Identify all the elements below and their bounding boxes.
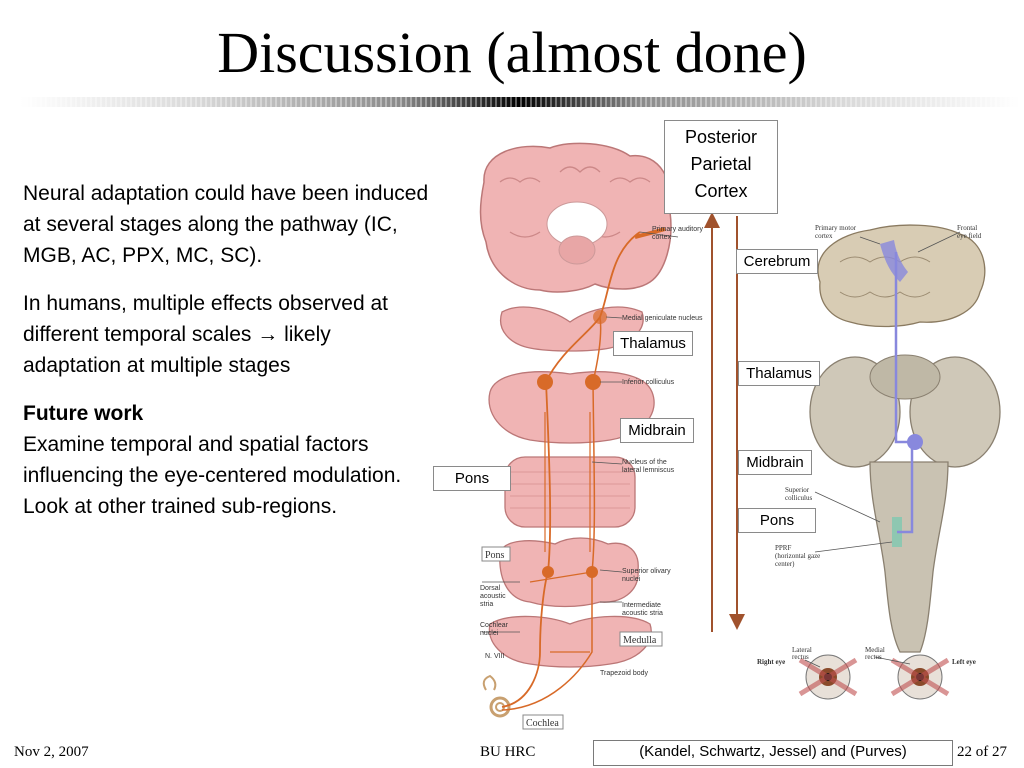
body-text: Neural adaptation could have been induce… [23,178,433,522]
label-das-1: Dorsal [480,585,501,592]
footer-date: Nov 2, 2007 [14,744,89,760]
oculomotor-annotations: Primary motor cortex Frontal eye field S… [757,224,982,666]
title-divider [20,97,1020,107]
citation-box: (Kandel, Schwartz, Jessel) and (Purves) [593,740,953,766]
title-divider-texture [20,97,1020,107]
left-eye-drawing [890,654,950,700]
tag-pons: Pons [485,550,505,561]
label-pmc-2: cortex [815,232,833,240]
nll-section [504,456,636,528]
ppc-box: Posterior Parietal Cortex [664,120,778,214]
label-primary-auditory-2: cortex [652,234,672,241]
label-pprf-2: (horizontal gaze [775,552,820,560]
label-pprf-1: PPRF [775,544,791,552]
label-right-eye: Right eye [757,658,785,666]
footer-org: BU HRC [480,744,536,760]
label-primary-auditory-1: Primary auditory [652,226,703,233]
label-sc-2: colliculus [785,494,812,502]
cerebrum-box: Cerebrum [736,249,818,274]
paragraph-humans-part-1: In humans, multiple effects observed at … [23,292,388,346]
label-left-eye: Left eye [952,658,976,666]
ppc-line-2: Parietal [690,154,752,174]
paragraph-neural-adaptation: Neural adaptation could have been induce… [23,182,429,267]
paragraph-humans: In humans, multiple effects observed at … [23,288,433,381]
label-n8: N. VIII [485,653,505,660]
label-mgn: Medial geniculate nucleus [622,315,703,322]
label-pprf-3: center) [775,560,795,568]
page-number: 22 of 27 [957,744,1007,760]
future-work-heading: Future work [23,402,144,425]
slide-title: Discussion (almost done) [217,20,807,85]
paragraph-humans-part-2: likely adaptation at multiple stages [23,323,331,377]
auditory-pathway-drawing [479,142,679,718]
label-lateral-rectus-1: Lateral [792,646,812,654]
label-cn-1: Cochlear [480,622,509,629]
midbrain-box-right: Midbrain [738,450,812,475]
pathway-illustration: Primary auditory cortex Medial geniculat… [479,142,1001,730]
label-pmc-1: Primary motor [815,224,857,232]
pathway-figure: Primary auditory cortex Medial geniculat… [433,112,1020,737]
thalamus-box-right: Thalamus [738,361,820,386]
label-sc-1: Superior [785,486,810,494]
son-section [499,537,639,608]
label-ias-2: acoustic stria [622,610,663,617]
label-medial-rectus-1: Medial [865,646,885,654]
ppc-line-1: Posterior [684,127,758,147]
ppc-line-3: Cortex [694,181,748,201]
label-lateral-rectus-2: rectus [792,653,809,661]
label-das-2: acoustic [480,593,506,600]
label-fef-2: eye field [957,232,982,240]
pons-box-right: Pons [738,508,816,533]
auditory-tags: Pons Medulla Cochlea [481,546,663,730]
label-das-3: stria [480,601,493,608]
pons-box-left: Pons [433,466,511,491]
right-arrow-icon: → [257,323,279,346]
oculomotor-pathway-drawing [798,224,1001,700]
thalamus-box-left: Thalamus [613,331,693,356]
auditory-annotations: Primary auditory cortex Medial geniculat… [480,226,703,677]
label-ias-1: Intermediate [622,602,661,609]
ic-section [488,371,655,444]
brainstem [869,461,949,653]
label-fef-1: Frontal [957,224,977,232]
future-work-line-2: Look at other trained sub-regions. [23,495,338,518]
midbrain-box-left: Midbrain [620,418,694,443]
label-son-2: nuclei [622,576,641,583]
future-work-line-1: Examine temporal and spatial factors inf… [23,433,402,487]
label-trapezoid: Trapezoid body [600,670,648,677]
label-medial-rectus-2: rectus [865,653,882,661]
tag-medulla: Medulla [623,635,657,646]
tag-cochlea: Cochlea [526,718,559,729]
label-cn-2: nuclei [480,630,499,637]
label-son-1: Superior olivary [622,568,671,575]
label-nll-2: lateral lemniscus [622,467,675,474]
label-nll-1: Nucleus of the [622,459,667,466]
label-ic: Inferior colliculus [622,379,675,386]
